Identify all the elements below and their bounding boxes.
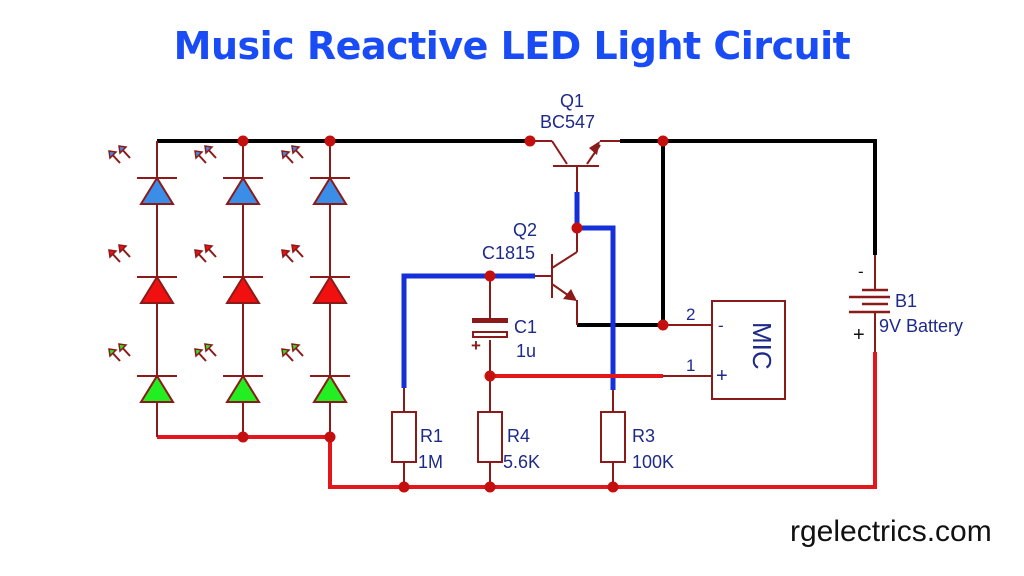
c1-plus-sign: + — [471, 336, 481, 355]
light-emission-icon — [281, 145, 304, 164]
junction-dot — [484, 270, 496, 282]
junction-dot — [524, 135, 536, 147]
junction-dot — [398, 481, 410, 493]
led-triangle-icon — [312, 374, 348, 403]
junction-dot — [237, 431, 249, 443]
junction-dot — [571, 222, 583, 234]
led-green-1 — [108, 343, 177, 403]
r4-ref-label: R4 — [507, 426, 530, 446]
light-emission-icon — [194, 343, 217, 362]
mic-pin1-number: 1 — [686, 356, 695, 375]
watermark: rgelectrics.com — [790, 515, 992, 548]
q2-ref-label: Q2 — [513, 220, 537, 240]
light-emission-icon — [281, 244, 304, 263]
junction-dot — [237, 135, 249, 147]
mic-pin2-sign: - — [718, 316, 724, 335]
q2-value-label: C1815 — [482, 243, 535, 263]
component-labels: Q1 BC547 Q2 C1815 C1 1u R1 1M R4 5.6K R3… — [418, 91, 963, 472]
resistor-r4 — [477, 411, 503, 463]
light-emission-icon — [108, 145, 131, 164]
transistor-q1 — [530, 140, 620, 192]
junction-dot — [324, 431, 336, 443]
r1-ref-label: R1 — [420, 426, 443, 446]
junction-dot — [657, 319, 669, 331]
b1-ref-label: B1 — [895, 291, 917, 311]
led-blue-3 — [281, 145, 350, 205]
led-red-3 — [281, 244, 350, 304]
mic-pin1-sign: + — [716, 365, 728, 387]
c1-ref-label: C1 — [514, 317, 537, 337]
led-triangle-icon — [139, 374, 175, 403]
wire-q1-emitter-to-battery — [620, 139, 877, 255]
light-emission-icon — [108, 244, 131, 263]
c1-value-label: 1u — [516, 341, 536, 361]
light-emission-icon — [108, 343, 131, 362]
mic-label: MIC — [747, 322, 777, 370]
junction-dot — [484, 370, 496, 382]
led-triangle-icon — [312, 176, 348, 205]
led-green-3 — [281, 343, 350, 403]
b1-value-label: 9V Battery — [879, 316, 963, 336]
junction-dot — [657, 135, 669, 147]
q1-emitter-arrow-icon — [589, 141, 600, 155]
light-emission-icon — [281, 343, 304, 362]
wires — [157, 139, 877, 489]
transistor-q2 — [535, 228, 578, 325]
junction-dot — [484, 481, 496, 493]
resistor-r1 — [391, 411, 417, 463]
led-triangle-icon — [139, 176, 175, 205]
wire-positive-bottom-rail — [328, 352, 877, 489]
led-red-1 — [108, 244, 177, 304]
light-emission-icon — [194, 244, 217, 263]
led-triangle-icon — [139, 275, 175, 304]
q1-ref-label: Q1 — [560, 91, 584, 111]
resistor-r3 — [600, 411, 626, 463]
led-triangle-icon — [225, 176, 261, 205]
r1-value-label: 1M — [418, 452, 443, 472]
b1-positive-sign: + — [853, 324, 865, 346]
led-blue-2 — [194, 145, 263, 205]
led-array — [108, 141, 350, 437]
led-green-2 — [194, 343, 263, 403]
wire-q2-base-to-r1 — [401, 273, 470, 388]
r3-value-label: 100K — [632, 452, 674, 472]
capacitor-c1: + — [471, 318, 508, 355]
junction-dot — [324, 135, 336, 147]
led-triangle-icon — [225, 374, 261, 403]
light-emission-icon — [194, 145, 217, 164]
diagram-title: Music Reactive LED Light Circuit — [173, 24, 851, 68]
q2-emitter-arrow-icon — [563, 289, 577, 301]
r4-value-label: 5.6K — [503, 452, 540, 472]
junction-dot — [607, 481, 619, 493]
led-red-2 — [194, 244, 263, 304]
mic-pin2-number: 2 — [686, 305, 695, 324]
microphone-mic: MIC - + 2 1 — [686, 300, 786, 400]
wire-q2-collector-to-r3 — [577, 225, 616, 390]
led-triangle-icon — [225, 275, 261, 304]
led-triangle-icon — [312, 275, 348, 304]
junctions — [237, 135, 669, 493]
r3-ref-label: R3 — [632, 426, 655, 446]
battery-b1 — [849, 288, 890, 314]
q1-value-label: BC547 — [540, 112, 595, 132]
led-blue-1 — [108, 145, 177, 205]
b1-negative-sign: - — [858, 262, 864, 281]
